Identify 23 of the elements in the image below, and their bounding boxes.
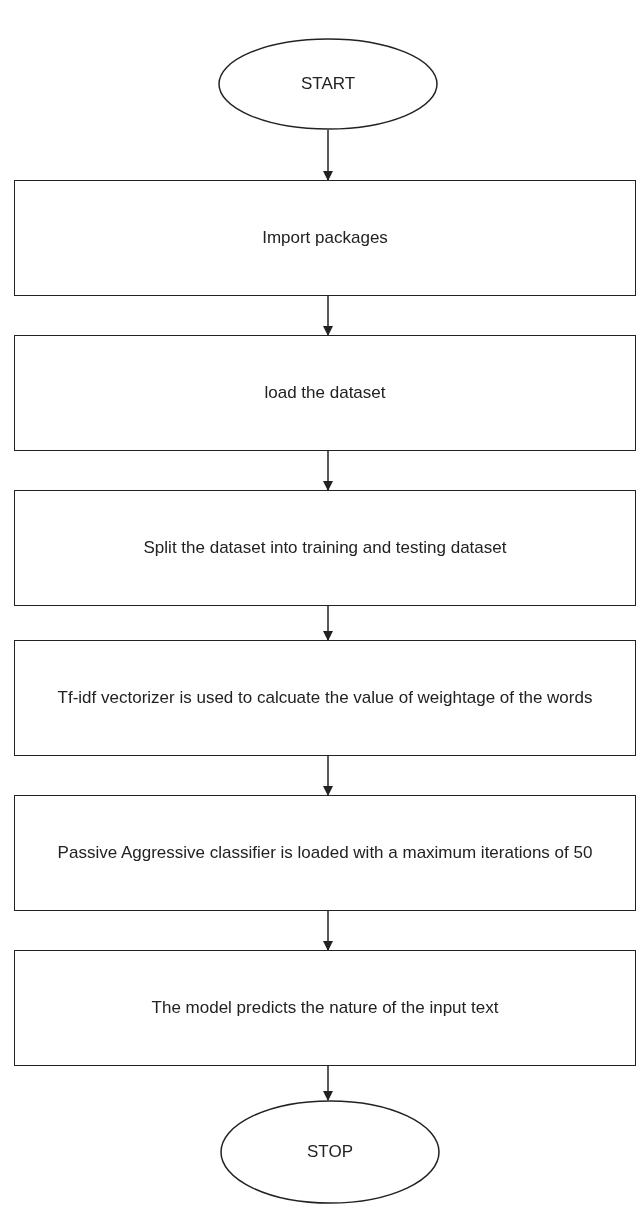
terminal-ellipse (220, 1100, 440, 1204)
arrow (323, 295, 333, 336)
node-text: load the dataset (263, 381, 387, 404)
process-box (14, 335, 636, 451)
arrow (323, 129, 333, 181)
node-text: STOP (306, 1140, 354, 1163)
process-box (14, 950, 636, 1066)
arrow (323, 450, 333, 491)
node-text: Import packages (261, 226, 389, 249)
process-box (14, 795, 636, 911)
terminal-ellipse (218, 38, 438, 130)
arrow (323, 755, 333, 796)
node-text: Passive Aggressive classifier is loaded with a maximum iterations of 50 (56, 841, 594, 864)
node-text: Tf-idf vectorizer is used to calcuate the value of weightage of the words (56, 686, 594, 709)
node-text: The model predicts the nature of the input text (150, 996, 500, 1019)
process-box (14, 490, 636, 606)
process-box (14, 640, 636, 756)
process-box (14, 180, 636, 296)
arrow (323, 910, 333, 951)
node-text: START (299, 72, 357, 95)
arrow (323, 1065, 333, 1101)
arrow (323, 605, 333, 641)
node-text: Split the dataset into training and testing dataset (142, 536, 508, 559)
